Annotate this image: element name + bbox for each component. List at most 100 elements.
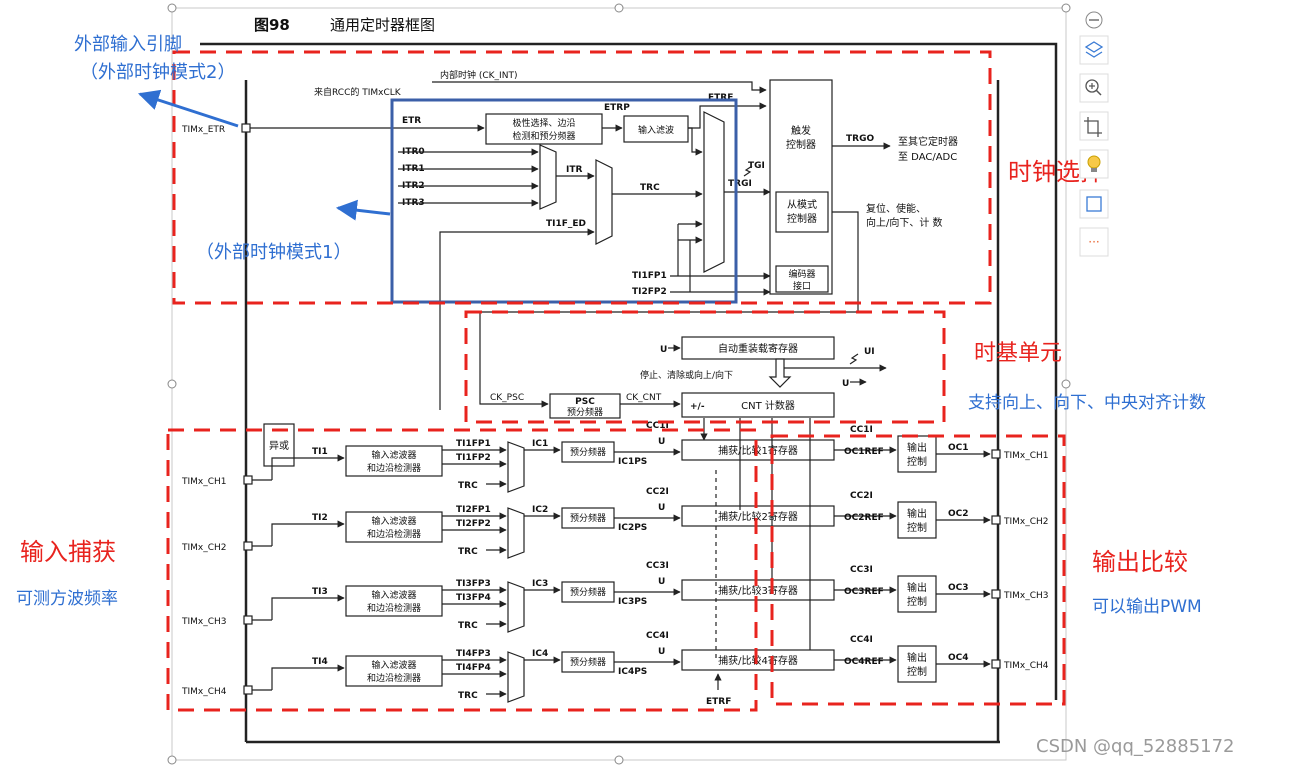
outctrl-label1-3: 输出 — [907, 581, 927, 594]
input-capture-note: 可测方波频率 — [16, 589, 118, 609]
encoder-label2: 接口 — [793, 280, 811, 292]
cnt-counter — [681, 392, 835, 418]
image-edit-icon-glyph — [1086, 196, 1102, 212]
input-filter-label1-1: 输入滤波器 — [371, 449, 416, 461]
slave-out2: 向上/向下、计 数 — [866, 216, 943, 229]
oc-label-3: OC3 — [948, 583, 969, 593]
ic-prescaler-label-2: 预分频器 — [570, 512, 606, 524]
figure-number: 图98 — [254, 16, 290, 34]
resize-handle[interactable] — [167, 3, 177, 13]
side-toolbar: ··· — [1079, 11, 1109, 257]
cci-left-label-1: CC1I — [646, 421, 669, 431]
input-filter-label2-3: 和边沿检测器 — [367, 602, 421, 614]
input-pin-label-2: TIMx_CH2 — [181, 543, 227, 553]
arr-to-cnt-arrow — [768, 358, 792, 388]
ic-prescaler-label-3: 预分频器 — [570, 586, 606, 598]
output-control-3 — [897, 575, 937, 613]
ocref-label-2: OC2REF — [844, 513, 884, 523]
resize-handle[interactable] — [1061, 3, 1071, 13]
input-pin-label-4: TIMx_CH4 — [181, 687, 227, 697]
cci-right-label-3: CC3I — [850, 565, 873, 575]
input-capture-annotation: 输入捕获 — [20, 538, 116, 566]
output-pin-3 — [991, 589, 1001, 599]
encoder-label1: 编码器 — [788, 268, 815, 280]
input-filter-4 — [345, 655, 443, 687]
input-pin-label-1: TIMx_CH1 — [181, 477, 227, 487]
trigger-controller — [769, 79, 833, 295]
resize-handle[interactable] — [167, 379, 177, 389]
input-filter-1 — [345, 445, 443, 477]
timebase-note: 支持向上、向下、中央对齐计数 — [968, 393, 1206, 413]
more-icon[interactable] — [1079, 227, 1109, 257]
icps-label-2: IC2PS — [618, 523, 647, 533]
fp-a-label-1: TI1FP1 — [456, 439, 491, 449]
ti-line-3 — [271, 594, 345, 620]
layers-icon[interactable] — [1079, 35, 1109, 65]
input-filter-label1-3: 输入滤波器 — [371, 589, 416, 601]
icps-label-4: IC4PS — [618, 667, 647, 677]
ic-mux-4 — [507, 651, 525, 703]
resize-handle[interactable] — [167, 755, 177, 765]
ccr-label-4: 捕获/比较4寄存器 — [718, 654, 798, 667]
ti1f-ed-line — [439, 228, 595, 410]
cci-left-label-2: CC2I — [646, 487, 669, 497]
ti-line-2 — [271, 520, 345, 546]
oc-label-4: OC4 — [948, 653, 969, 663]
trgi-mux — [703, 111, 725, 273]
u-label-ch-1: U — [658, 437, 665, 447]
zoom-in-icon[interactable] — [1079, 73, 1109, 103]
etr-edge-block — [485, 113, 603, 145]
resize-handle[interactable] — [614, 755, 624, 765]
input-pin-label-3: TIMx_CH3 — [181, 617, 227, 627]
etrp-label: ETRP — [604, 103, 630, 113]
ocref-label-1: OC1REF — [844, 447, 884, 457]
itr-mux — [539, 144, 557, 210]
ck-cnt-label: CK_CNT — [626, 393, 662, 403]
u-label-ch-4: U — [658, 647, 665, 657]
ti-label-2: TI2 — [312, 513, 328, 523]
plusminus-label: +/- — [690, 402, 705, 412]
cci-right-label-4: CC4I — [850, 635, 873, 645]
fp-a-label-4: TI4FP3 — [456, 649, 491, 659]
output-compare-box — [770, 434, 1066, 706]
ic-label-4: IC4 — [532, 649, 548, 659]
etr-filter-block — [623, 115, 689, 143]
watermark: CSDN @qq_52885172 — [1036, 736, 1235, 757]
etr-edge-label1: 极性选择、边沿 — [512, 117, 575, 129]
u-label-ch-2: U — [658, 503, 665, 513]
slave-ctrl-label1: 从模式 — [787, 198, 817, 211]
ti-label-4: TI4 — [312, 657, 328, 667]
ic-prescaler-label-4: 预分频器 — [570, 656, 606, 668]
ti1f-ed-label: TI1F_ED — [546, 219, 586, 229]
resize-handle[interactable] — [614, 3, 624, 13]
input-pin-4 — [243, 685, 253, 695]
input-filter-label2-4: 和边沿检测器 — [367, 672, 421, 684]
cci-left-label-4: CC4I — [646, 631, 669, 641]
input-filter-3 — [345, 585, 443, 617]
ti2fp2-label: TI2FP2 — [632, 287, 667, 297]
fp-a-label-2: TI2FP1 — [456, 505, 491, 515]
input-filter-label1-4: 输入滤波器 — [371, 659, 416, 671]
etrf-line — [688, 102, 767, 129]
slave-ctrl-label2: 控制器 — [787, 212, 817, 225]
trigger-ctrl-label1: 触发 — [791, 124, 811, 137]
clock-select-box — [172, 50, 992, 305]
crop-icon[interactable] — [1079, 111, 1109, 141]
image-edit-icon[interactable] — [1079, 189, 1109, 219]
encoder-interface — [775, 265, 829, 293]
trgo-label: TRGO — [846, 134, 874, 144]
oc-label-1: OC1 — [948, 443, 969, 453]
outctrl-label1-4: 输出 — [907, 651, 927, 664]
ck-psc-line — [479, 312, 549, 408]
more-icon-dots: ··· — [1088, 235, 1099, 249]
slave-out1: 复位、使能、 — [866, 202, 926, 215]
ti-label-3: TI3 — [312, 587, 328, 597]
ai-bulb-icon-base — [1091, 168, 1097, 172]
resize-handle[interactable] — [1061, 379, 1071, 389]
output-pin-2 — [991, 515, 1001, 525]
outctrl-label2-3: 控制 — [907, 595, 927, 608]
output-pin-label-3: TIMx_CH3 — [1003, 591, 1049, 601]
oc-label-2: OC2 — [948, 509, 969, 519]
timebase-box — [464, 310, 946, 424]
